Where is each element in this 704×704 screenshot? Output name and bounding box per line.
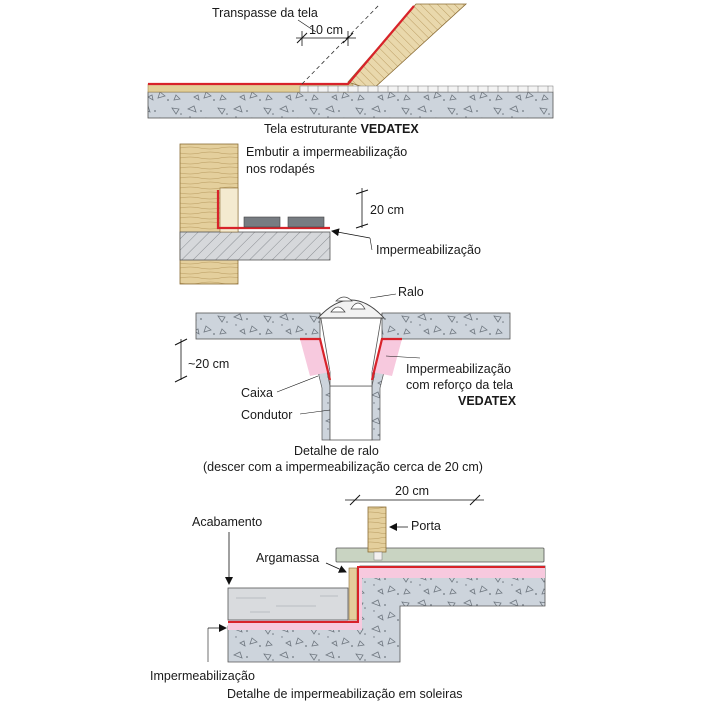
- floor-tile: [243, 216, 281, 228]
- membrane-right: [370, 337, 402, 381]
- brand-label: VEDATEX: [458, 394, 517, 408]
- door-seal: [373, 551, 383, 561]
- dimension-10cm-label: 10 cm: [309, 23, 343, 37]
- tile-layer: [299, 85, 554, 93]
- dimension-slash: [355, 189, 369, 195]
- grate-openings: [330, 296, 366, 313]
- membrane-line: [216, 190, 330, 230]
- threshold-caption: Detalhe de impermeabilização em soleiras: [227, 687, 463, 701]
- dimension-20cm-label: 20 cm: [370, 203, 404, 217]
- detail-overlap: 10 cm Transpasse da tela Tela estruturan…: [147, 3, 554, 136]
- concrete-slab: [147, 91, 554, 119]
- detail-1-caption: Tela estruturante VEDATEX: [264, 122, 419, 136]
- finish-label: Acabamento: [192, 515, 262, 529]
- dimension-slash: [355, 223, 369, 229]
- detail-threshold: 20 cm Porta Argamassa Acabamento Imperme…: [150, 484, 546, 701]
- mortar-arrow: [325, 562, 347, 573]
- dimension-20cm-label: 20 cm: [395, 484, 429, 498]
- overlap-dashed-line: [301, 3, 381, 85]
- floor-slab: [179, 231, 331, 261]
- finish-texture: [236, 595, 338, 613]
- concrete-slab-right: [381, 312, 511, 340]
- waterproofing-label: Impermeabilização: [150, 669, 255, 683]
- dimension-slash: [174, 375, 188, 383]
- embed-label-line2: nos rodapés: [246, 162, 315, 176]
- drain-leader: [369, 293, 397, 299]
- finish-block: [227, 587, 349, 621]
- waterproofing-fill: [228, 568, 545, 630]
- drain-caption-line1: Detalhe de ralo: [294, 444, 379, 458]
- concrete-slab-left: [195, 312, 321, 340]
- floor-tile: [287, 216, 325, 228]
- waterproofing-arrow: [331, 228, 371, 239]
- green-floor: [335, 547, 545, 563]
- drain-funnel: [319, 312, 383, 387]
- detail-skirting: Impermeabilização 20 cm Embutir a imperm…: [179, 143, 481, 285]
- detail-drain: ~20 cm Ralo Impermeabilização com reforç…: [174, 285, 517, 474]
- waterproofing-label-line1: Impermeabilização: [406, 362, 511, 376]
- drain-pipe: [329, 385, 373, 441]
- mortar: [348, 567, 358, 621]
- box-label: Caixa: [241, 386, 273, 400]
- caption-text: Tela estruturante: [264, 122, 361, 136]
- dimension-slash: [174, 338, 188, 346]
- dimension-slash: [296, 32, 308, 44]
- waterproofing-leader: [385, 355, 421, 359]
- embed-label-line1: Embutir a impermeabilização: [246, 145, 407, 159]
- waterproofing-label: Impermeabilização: [376, 243, 481, 257]
- waterproofing-label-line2: com reforço da tela: [406, 378, 513, 392]
- door: [367, 506, 387, 553]
- dimension-slash: [469, 494, 481, 506]
- tile-joints: [307, 86, 549, 92]
- overlap-leader: [297, 19, 317, 33]
- pipe-label: Condutor: [241, 408, 292, 422]
- mortar-label: Argamassa: [256, 551, 319, 565]
- drain-label: Ralo: [398, 285, 424, 299]
- dimension-slash: [342, 32, 354, 44]
- box-leader: [276, 375, 319, 393]
- pipe-leader: [299, 409, 331, 415]
- caption-brand: VEDATEX: [361, 122, 420, 136]
- dimension-slash: [349, 494, 361, 506]
- membrane-line: [148, 5, 415, 86]
- wall-rebate: [219, 187, 239, 233]
- door-label: Porta: [411, 519, 441, 533]
- overlap-label: Transpasse da tela: [212, 6, 318, 20]
- drain-caption-line2: (descer com a impermeabilização cerca de…: [203, 460, 483, 474]
- membrane-left: [300, 337, 332, 381]
- dimension-20cm-label: ~20 cm: [188, 357, 229, 371]
- membrane-line: [228, 566, 545, 623]
- sloped-wall: [347, 3, 468, 91]
- leader-line: [369, 237, 373, 251]
